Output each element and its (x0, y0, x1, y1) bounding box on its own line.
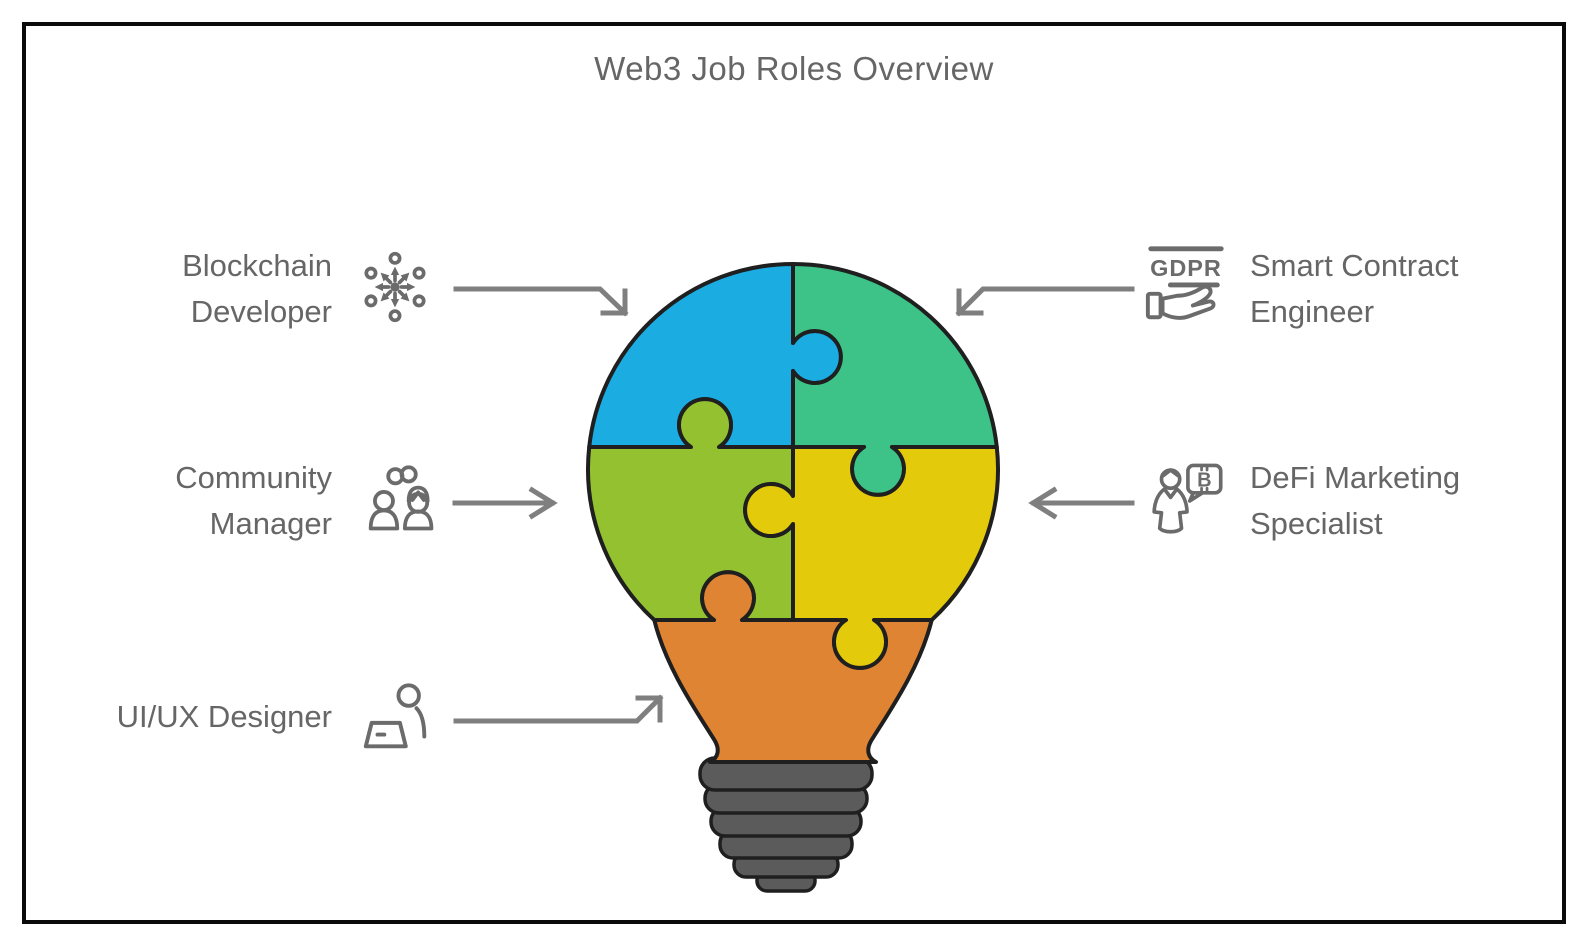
label-defi-marketing-specialist: DeFi Marketing Specialist (1250, 455, 1460, 547)
decentralized-network-icon (358, 250, 432, 324)
arrow-smart-contract-engineer (955, 286, 1135, 317)
label-uiux-designer: UI/UX Designer (60, 694, 332, 740)
marketer-bitcoin-chat-icon: B (1146, 460, 1228, 542)
label-line: Manager (209, 506, 332, 541)
bulb-screw-base (698, 756, 874, 893)
label-line: Blockchain (182, 248, 332, 283)
arrow-uiux-designer (453, 694, 664, 724)
community-people-icon (364, 460, 440, 540)
label-community-manager: Community Manager (60, 455, 332, 547)
label-line: DeFi Marketing (1250, 460, 1461, 495)
label-line: Specialist (1250, 506, 1383, 541)
label-blockchain-developer: Blockchain Developer (60, 243, 332, 335)
arrow-blockchain-developer (453, 286, 629, 317)
puzzle-piece-defi-marketing-specialist (743, 445, 1000, 670)
bitcoin-symbol: B (1197, 469, 1211, 491)
label-line: UI/UX Designer (116, 699, 332, 734)
arrow-defi-marketing-specialist (1028, 486, 1135, 520)
label-line: Developer (190, 294, 332, 329)
gdpr-label: GDPR (1150, 255, 1222, 281)
designer-at-laptop-icon (358, 678, 436, 758)
gdpr-hand-icon: GDPR (1142, 240, 1230, 328)
label-line: Smart Contract (1250, 248, 1459, 283)
label-line: Engineer (1250, 294, 1375, 329)
label-smart-contract-engineer: Smart Contract Engineer (1250, 243, 1458, 335)
label-line: Community (175, 460, 332, 495)
page-title: Web3 Job Roles Overview (594, 50, 994, 87)
arrow-community-manager (452, 486, 558, 520)
